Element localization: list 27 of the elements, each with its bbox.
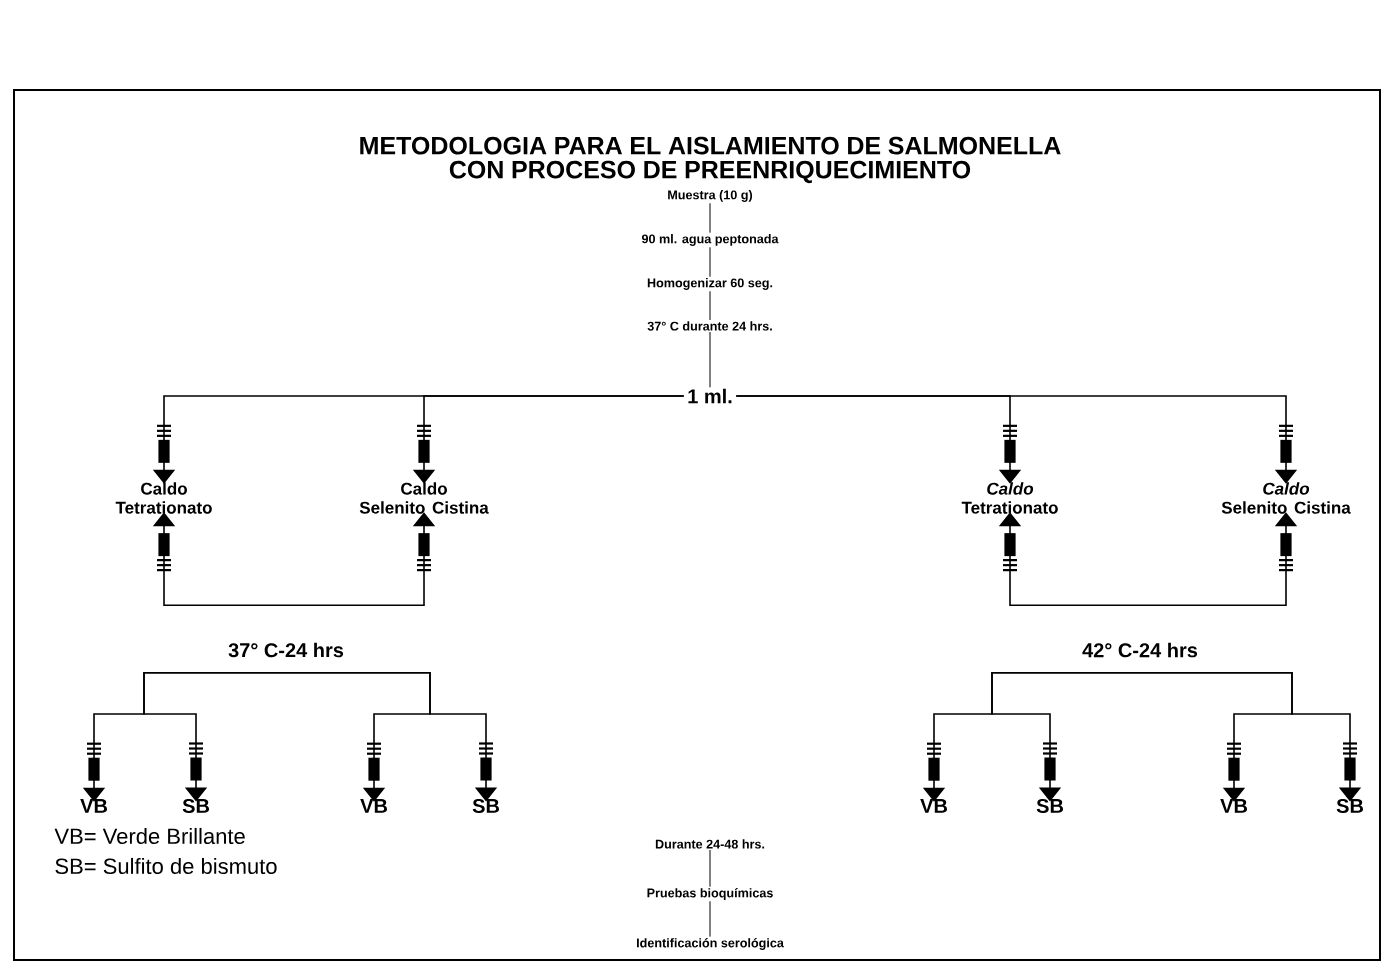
medium-abbreviation: VB [1220,799,1247,813]
medium-label: Caldo Selenito Cistina [1221,482,1351,514]
medium-abbreviation: VB [360,799,387,813]
incubation-label: 42° C-24 hrs [1082,642,1198,658]
medium-abbreviation: SB [472,798,499,814]
medium-label: Caldo Selenito Cistina [359,482,489,514]
medium-label: Caldo Tetrationato [961,482,1058,514]
legend-note: VB= Verde Brillante [54,827,245,845]
connector-line [709,849,711,888]
medium-abbreviation: SB [182,798,209,814]
medium-abbreviation: VB [920,799,947,813]
volume-label: 1 ml. [688,388,732,404]
connector-line [709,202,711,234]
connector-line [709,331,711,388]
arrow [735,395,1298,484]
medium-label: Caldo Tetrationato [115,482,212,514]
arrow [152,512,287,606]
medium-abbreviation: SB [1036,798,1063,814]
arrow [998,512,1141,607]
legend-note: SB= Sulfito de bismuto [55,857,277,875]
incubation-label: 37° C-24 hrs [228,642,344,658]
connector-line [709,290,711,321]
connector-line [709,900,711,938]
medium-abbreviation: VB [80,799,107,813]
medium-abbreviation: SB [1336,798,1363,814]
title: METODOLOGIA PARA EL AISLAMIENTO DE SALMONELLA CON PROCESO DE PREENRIQUECIMIENTO [360,136,1061,184]
connector-line [709,246,711,278]
